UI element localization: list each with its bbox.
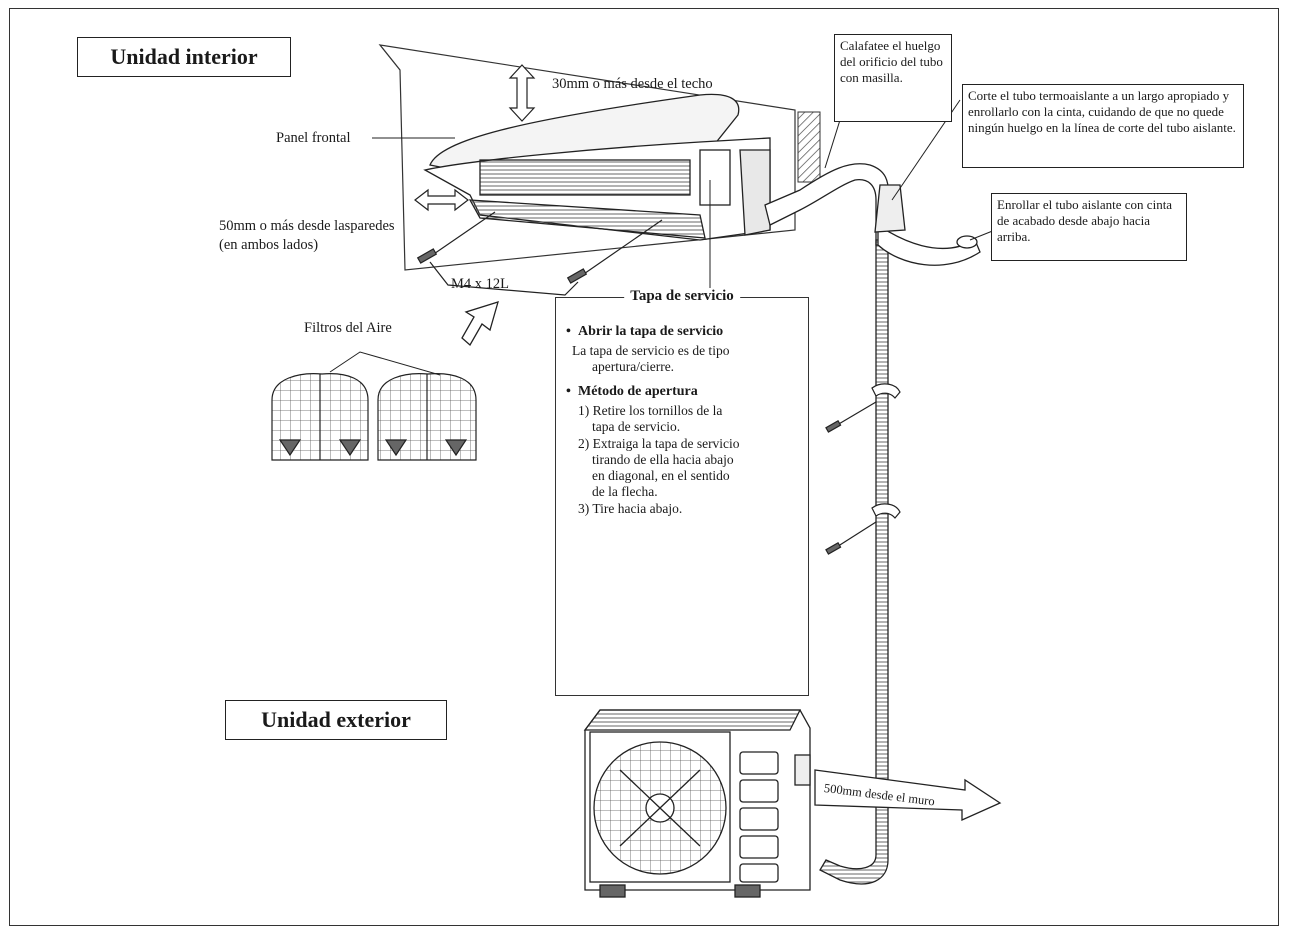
indoor-unit-title: Unidad interior — [77, 37, 291, 77]
step-2-line-4: de la flecha. — [592, 484, 658, 499]
wrap-tube-note-text: Enrollar el tubo aislante con cinta de a… — [997, 197, 1173, 244]
step-3-line: 3) Tire hacia abajo. — [578, 501, 683, 516]
step-2-line-2: tirando de ella hacia abajo — [592, 452, 734, 467]
step-1-line-2: tapa de servicio. — [592, 419, 681, 434]
wrap-tube-note: Enrollar el tubo aislante con cinta de a… — [991, 193, 1187, 261]
air-filter-left — [271, 373, 369, 461]
wall-clearance-label-line2: (en ambos lados) — [219, 237, 319, 253]
diagram-frame — [9, 8, 1279, 926]
cut-tube-note: Corte el tubo termoaislante a un largo a… — [962, 84, 1244, 168]
wall-distance-arrow — [814, 769, 1002, 822]
ceiling-clearance-arrow — [508, 64, 536, 122]
screw-size-label: M4 x 12L — [451, 276, 509, 292]
side-clearance-arrow — [414, 188, 469, 212]
step-1-line-1: 1) Retire los tornillos de la — [578, 403, 723, 418]
opening-method-heading-text: Método de apertura — [578, 384, 698, 399]
service-cover-panel: Tapa de servicio •Abrir la tapa de servi… — [555, 288, 809, 696]
caulk-note: Calafatee el huelgo del orificio del tub… — [834, 34, 952, 122]
mounting-screws — [416, 211, 663, 296]
outdoor-unit-title-text: Unidad exterior — [261, 707, 411, 732]
refrigerant-pipe — [764, 163, 981, 885]
air-filters-label: Filtros del Aire — [304, 320, 392, 336]
caulk-note-text: Calafatee el huelgo del orificio del tub… — [840, 38, 943, 85]
open-cover-heading-text: Abrir la tapa de servicio — [578, 324, 724, 339]
open-cover-heading: •Abrir la tapa de servicio — [566, 324, 724, 339]
opening-method-heading: •Método de apertura — [566, 384, 698, 399]
wall-clearance-label-line1: 50mm o más desde lasparedes — [219, 218, 395, 234]
filter-insert-arrow — [461, 301, 499, 347]
step-2-line-3: en diagonal, en el sentido — [592, 468, 730, 483]
indoor-unit — [423, 93, 771, 241]
pipe-clamps — [825, 383, 901, 555]
open-cover-text-2: apertura/cierre. — [592, 359, 675, 374]
outdoor-unit — [583, 709, 811, 898]
cut-tube-note-text: Corte el tubo termoaislante a un largo a… — [968, 88, 1236, 135]
air-filter-right — [377, 373, 477, 461]
front-panel-label: Panel frontal — [276, 130, 351, 146]
outdoor-unit-title: Unidad exterior — [225, 700, 447, 740]
indoor-unit-title-text: Unidad interior — [110, 44, 258, 69]
service-cover-title: Tapa de servicio — [624, 288, 740, 305]
ceiling-clearance-label: 30mm o más desde el techo — [552, 76, 713, 92]
filter-pointer — [329, 351, 441, 376]
wall — [378, 44, 821, 271]
step-2-line-1: 2) Extraiga la tapa de servicio — [578, 436, 740, 451]
open-cover-text-1: La tapa de servicio es de tipo — [572, 343, 730, 358]
